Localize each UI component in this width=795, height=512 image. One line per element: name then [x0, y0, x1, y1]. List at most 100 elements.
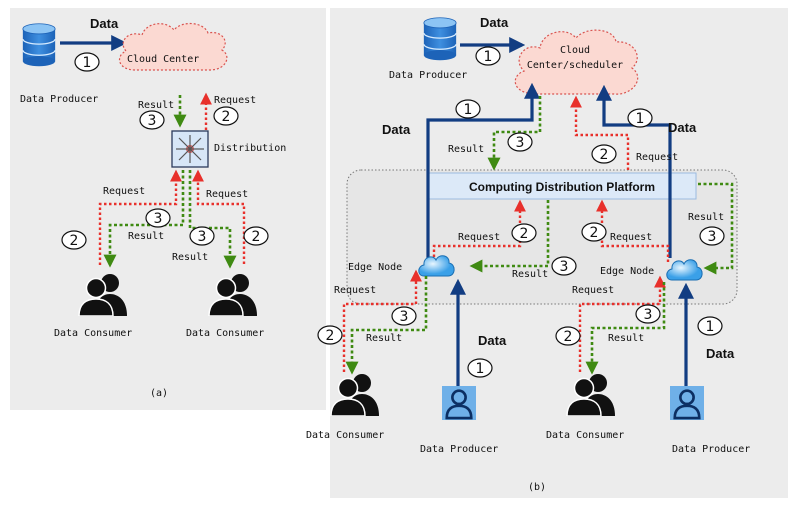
- a-request-label-right: Request: [206, 189, 248, 200]
- b-data-label-left-producer: Data: [478, 333, 507, 348]
- platform-label: Computing Distribution Platform: [469, 180, 655, 194]
- a-result-label-right: Result: [172, 252, 208, 263]
- a-step-3-text-left: 3: [154, 211, 163, 227]
- b-step-1-badge-left-producer: [467, 358, 493, 378]
- a-step-2-badge-right: [243, 226, 269, 246]
- a-cloud-center-label: Cloud Center: [127, 54, 199, 65]
- b-request-arrow-cloud: [570, 95, 630, 170]
- a-step-markers: 1 3 2 3 2 3 2: [61, 52, 269, 250]
- computing-distribution-platform: [427, 172, 697, 200]
- b-producer-right-label: Data Producer: [672, 444, 750, 455]
- b-request-label-left-consumer: Request: [334, 285, 376, 296]
- b-step-1-badge-left: [455, 99, 481, 119]
- b-step-1-badge-right: [627, 108, 653, 128]
- b-cloud-label-1: Cloud: [560, 45, 590, 56]
- b-result-arrow-right-platform: [698, 182, 734, 275]
- b-request-label-cloud: Request: [636, 152, 678, 163]
- a-consumer-left-label: Data Consumer: [54, 328, 132, 339]
- a-request-label-top: Request: [214, 95, 256, 106]
- b-step-2-text-cloud: 2: [600, 147, 609, 163]
- b-result-label-cloud: Result: [448, 144, 484, 155]
- b-step-2-text-left-platform: 2: [520, 226, 529, 242]
- a-result-label-top: Result: [138, 100, 174, 111]
- b-step-3-badge-cloud: [507, 132, 533, 152]
- b-result-arrow-left-consumer: [345, 276, 428, 375]
- b-result-label-right-consumer: Result: [608, 333, 644, 344]
- right-edge-node-label: Edge Node: [600, 266, 654, 277]
- a-step-2-text-top: 2: [222, 109, 231, 125]
- b-request-label-right-consumer: Request: [572, 285, 614, 296]
- b-step-1-text-left: 1: [464, 102, 473, 118]
- a-step-3-text-right: 3: [198, 229, 207, 245]
- b-producer-left-label: Data Producer: [420, 444, 498, 455]
- panel-a-caption: (a): [150, 388, 168, 399]
- a-step-3-text-top: 3: [148, 113, 157, 129]
- database-icon: [22, 23, 56, 67]
- b-data-label-right-producer: Data: [706, 346, 735, 361]
- a-step-3-badge-left: [145, 208, 171, 228]
- b-result-label-left-platform: Result: [512, 269, 548, 280]
- b-result-label-right-platform: Result: [688, 212, 724, 223]
- b-step-3-badge-right-consumer: [635, 304, 661, 324]
- a-step-3-badge-right: [189, 226, 215, 246]
- b-step-1-badge-top: [475, 46, 501, 66]
- panel-b-caption: (b): [528, 482, 546, 493]
- a-step-2-badge-left: [61, 230, 87, 250]
- b-request-label-right-platform: Request: [610, 232, 652, 243]
- left-edge-node-label: Edge Node: [348, 262, 402, 273]
- b-step-2-badge-right-consumer: [555, 326, 581, 346]
- b-step-1-text-right: 1: [636, 111, 645, 127]
- a-request-label-left: Request: [103, 186, 145, 197]
- b-step-1-text-left-producer: 1: [476, 361, 485, 377]
- b-request-arrow-left-consumer: [342, 269, 422, 372]
- b-cloud-icon: [514, 29, 639, 95]
- b-result-arrow-left-platform: [469, 200, 550, 273]
- b-database-icon: [423, 17, 457, 61]
- b-step-3-text-left-consumer: 3: [400, 309, 409, 325]
- b-step-3-text-right-consumer: 3: [644, 307, 653, 323]
- b-step-2-badge-cloud: [591, 144, 617, 164]
- b-step-2-text-left-consumer: 2: [326, 328, 335, 344]
- b-result-arrow-cloud: [487, 96, 542, 171]
- b-data-label-top: Data: [480, 15, 509, 30]
- b-step-3-badge-left-consumer: [391, 306, 417, 326]
- a-data-producer-label: Data Producer: [20, 94, 98, 105]
- a-data-label: Data: [90, 16, 119, 31]
- b-step-3-text-cloud: 3: [516, 135, 525, 151]
- b-result-label-left-consumer: Result: [366, 333, 402, 344]
- a-step-2-text-right: 2: [252, 229, 261, 245]
- a-step-2-badge-top: [213, 106, 239, 126]
- b-step-2-badge-left-platform: [511, 223, 537, 243]
- a-consumer-right-label: Data Consumer: [186, 328, 264, 339]
- a-step-3-badge-top: [139, 110, 165, 130]
- distribution-hub-icon: [171, 130, 209, 168]
- b-step-2-text-right-consumer: 2: [564, 329, 573, 345]
- b-cloud-label-2: Center/scheduler: [527, 60, 623, 71]
- b-consumer-right-label: Data Consumer: [546, 430, 624, 441]
- a-left-result-arrow: [103, 170, 185, 268]
- b-data-label-right: Data: [668, 120, 697, 135]
- a-left-request-arrow: [98, 169, 182, 265]
- b-data-label-left: Data: [382, 122, 411, 137]
- b-step-3-badge-left-platform: [551, 256, 577, 276]
- b-consumer-left-label: Data Consumer: [306, 430, 384, 441]
- a-step-1-text: 1: [83, 55, 92, 71]
- a-result-label-left: Result: [128, 231, 164, 242]
- b-result-arrow-right-consumer: [585, 282, 666, 375]
- a-cloud-icon: [118, 23, 228, 71]
- b-data-producer-top-label: Data Producer: [389, 70, 467, 81]
- b-step-3-text-left-platform: 3: [560, 259, 569, 275]
- a-step-1-badge: [74, 52, 100, 72]
- b-request-arrow-right-consumer: [578, 275, 666, 372]
- b-step-markers: 1 1 1 3 2 2 3 2 3 3 2 3 2 1 1: [317, 46, 725, 378]
- b-step-3-badge-right-platform: [699, 226, 725, 246]
- a-distribution-label: Distribution: [214, 143, 286, 154]
- b-producer-right-user-icon: [670, 386, 704, 420]
- b-step-1-text-right-producer: 1: [706, 319, 715, 335]
- a-right-result-arrow: [188, 170, 237, 269]
- b-step-2-badge-left-consumer: [317, 325, 343, 345]
- b-producer-left-user-icon: [442, 386, 476, 420]
- b-step-2-badge-right-platform: [581, 222, 607, 242]
- b-data-arrow-left-edge: [426, 82, 540, 258]
